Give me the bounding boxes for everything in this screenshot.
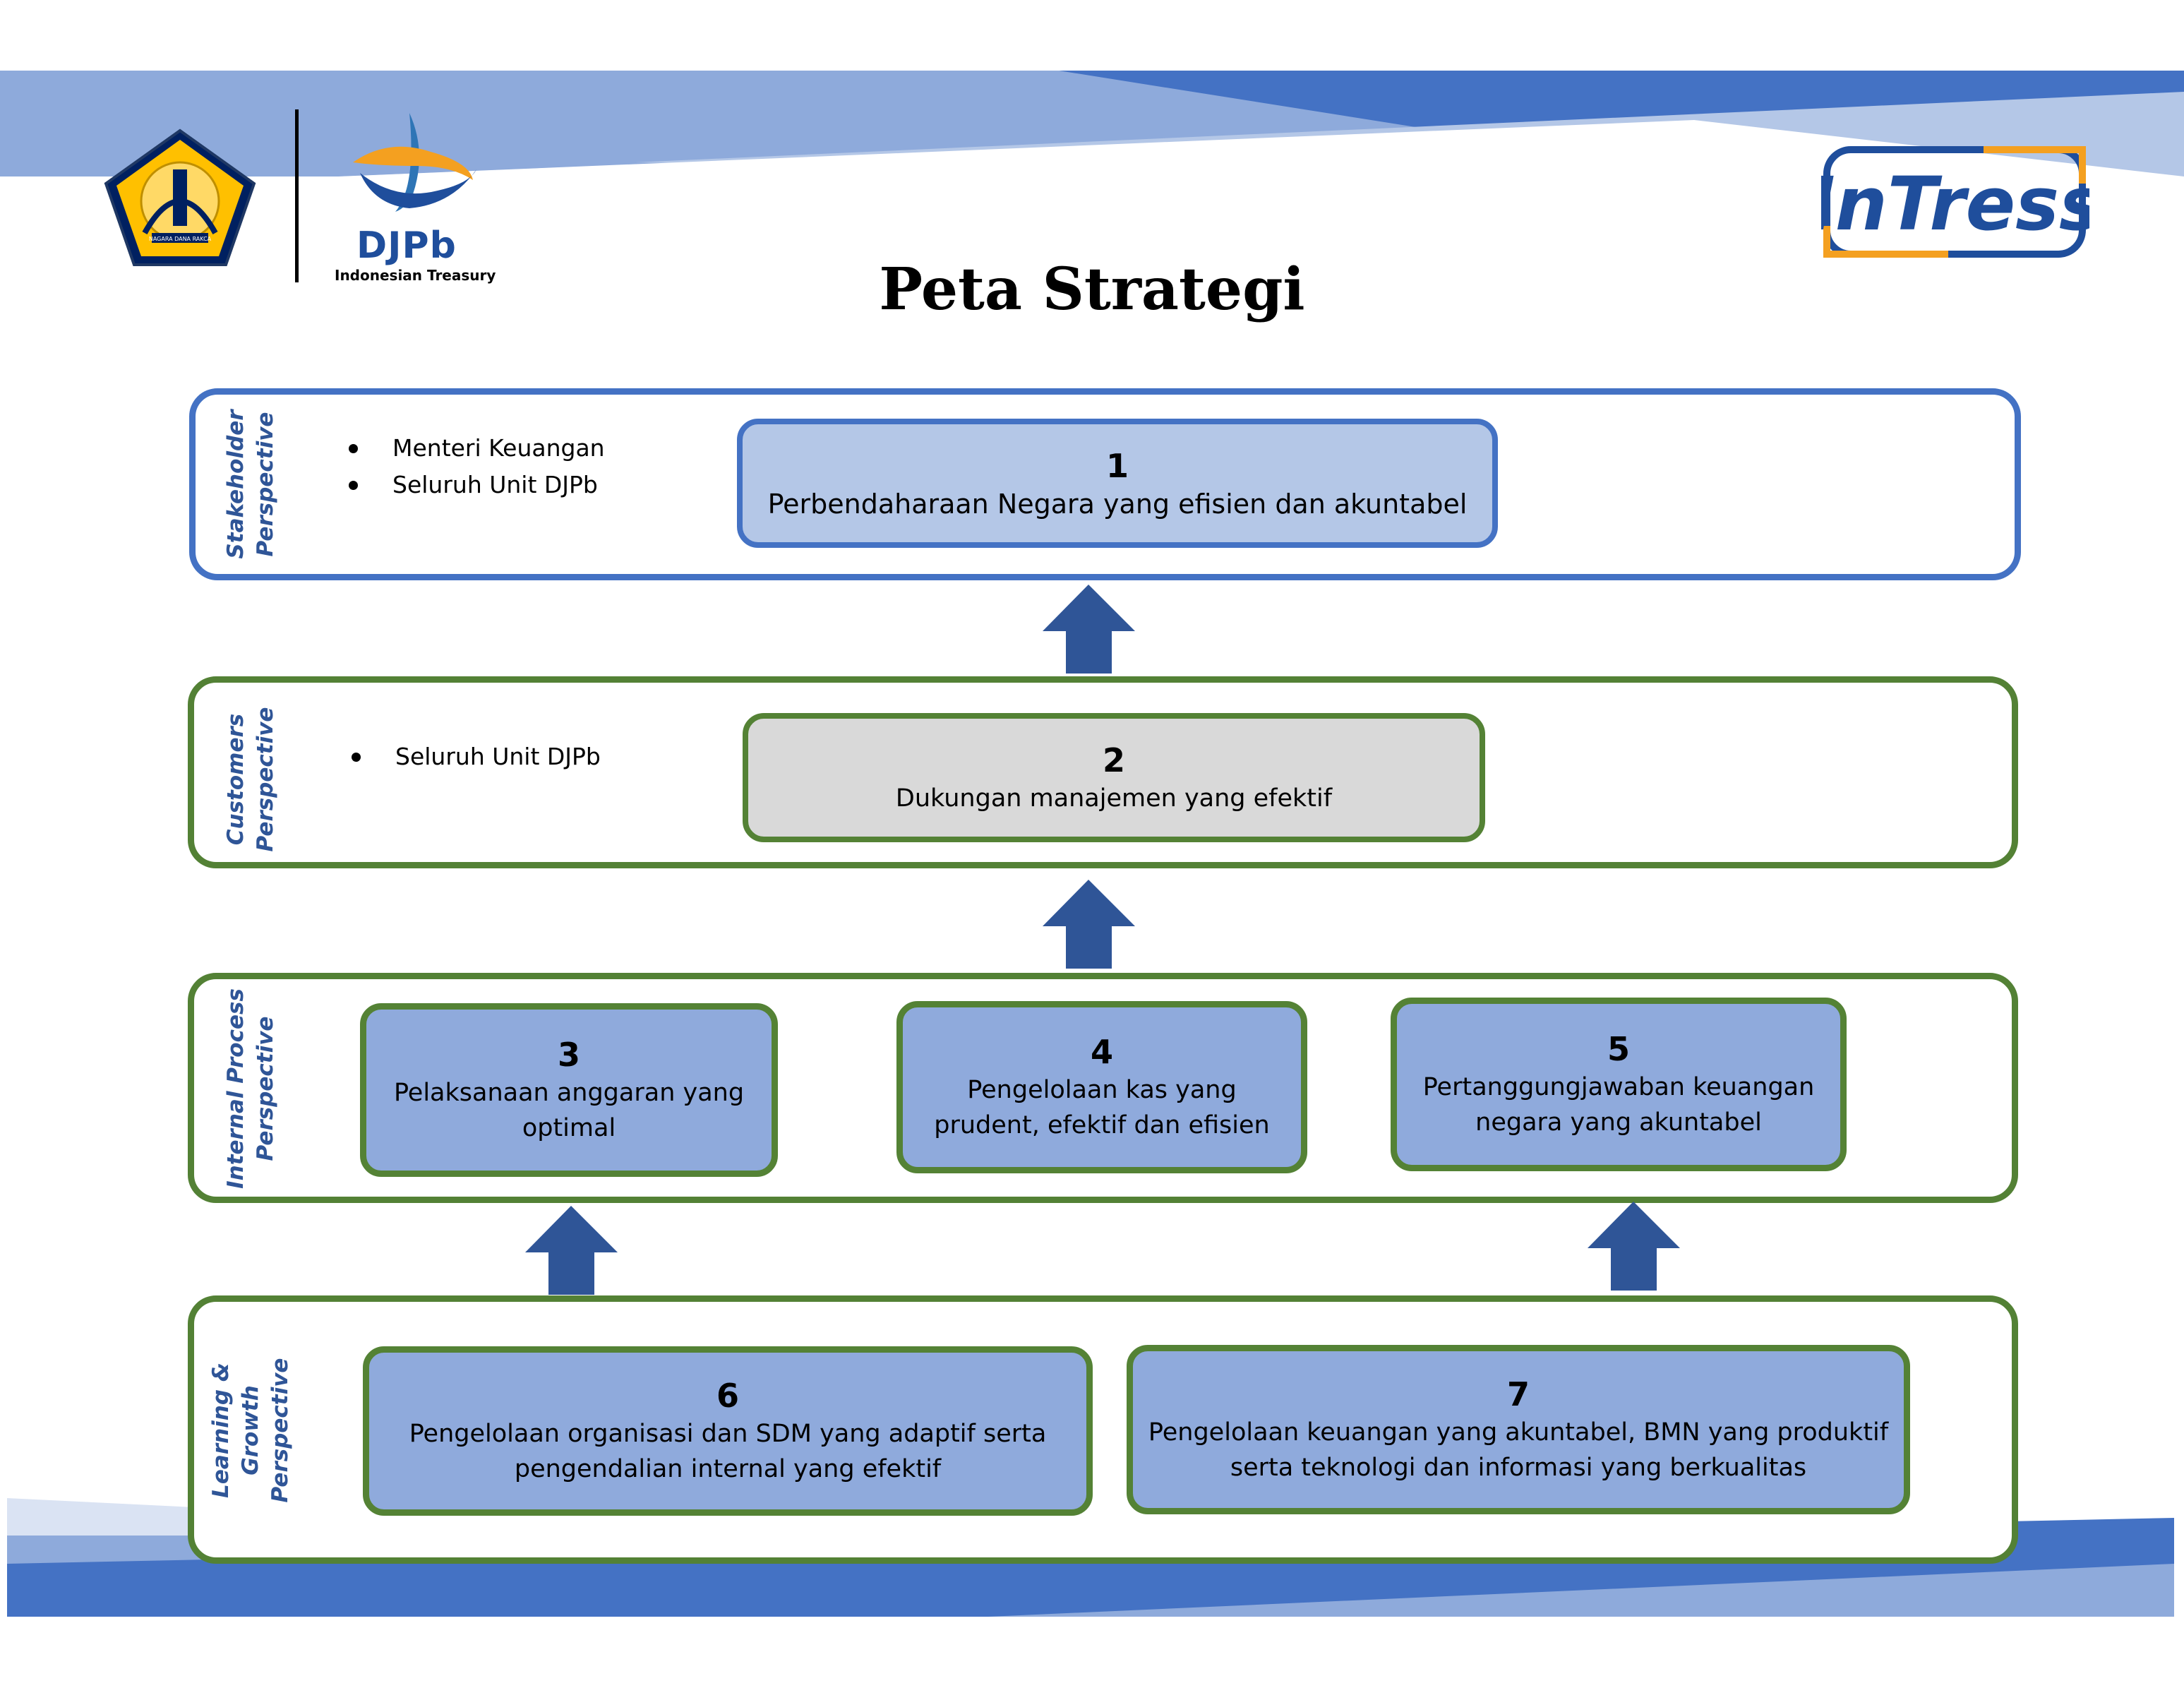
list-item: Seluruh Unit DJPb [349, 738, 601, 775]
djpb-wordmark: DJPb [356, 225, 457, 267]
stakeholder-list: Menteri Keuangan Seluruh Unit DJPb [346, 430, 605, 503]
objective-text-line1: Pengelolaan keuangan yang akuntabel, BMN… [1148, 1418, 1889, 1447]
objective-text: Perbendaharaan Negara yang efisien dan a… [767, 488, 1468, 520]
objective-4-box: 4 Pengelolaan kas yang prudent, efektif … [896, 1001, 1307, 1173]
objective-number: 5 [1607, 1030, 1630, 1068]
objective-text-line1: Pelaksanaan anggaran yang [393, 1079, 745, 1107]
objective-1-box: 1 Perbendaharaan Negara yang efisien dan… [737, 419, 1498, 548]
objective-6-box: 6 Pengelolaan organisasi dan SDM yang ad… [363, 1346, 1093, 1516]
djpb-tagline: Indonesian Treasury [335, 267, 496, 284]
objective-text-line2: serta teknologi dan informasi yang berku… [1230, 1454, 1807, 1482]
objective-number: 3 [557, 1036, 580, 1074]
objective-text-line2: pengendalian internal yang efektif [514, 1455, 942, 1483]
page-title: Peta Strategi [879, 256, 1305, 323]
djpb-logo-mark [353, 113, 476, 212]
objective-text: Dukungan manajemen yang efektif [895, 784, 1333, 813]
stakeholder-perspective-label: Stakeholder Perspective [223, 409, 278, 559]
arrow-up-icon [525, 1206, 618, 1295]
arrow-up-icon [1588, 1202, 1680, 1291]
objective-number: 4 [1090, 1033, 1113, 1071]
objective-text-line1: Pengelolaan kas yang [967, 1076, 1237, 1104]
intress-wordmark: InTress [1821, 161, 2089, 247]
logo-separator [295, 109, 299, 282]
intress-logo: InTress [1821, 146, 2089, 258]
objective-text-line2: negara yang akuntabel [1475, 1108, 1762, 1137]
objective-number: 1 [1105, 446, 1129, 485]
internal-process-perspective-label: Internal Process Perspective [223, 988, 278, 1189]
objective-text-line1: Pengelolaan organisasi dan SDM yang adap… [409, 1420, 1047, 1448]
customers-list: Seluruh Unit DJPb [349, 738, 601, 775]
learning-growth-perspective-label: Learning & Growth Perspective [208, 1358, 293, 1503]
arrow-up-icon [1043, 585, 1135, 674]
objective-text-line2: prudent, efektif dan efisien [934, 1111, 1270, 1139]
objective-2-box: 2 Dukungan manajemen yang efektif [743, 713, 1485, 842]
kemenkeu-motto: NAGARA DANA RAKCA [149, 236, 212, 242]
arrow-up-icon [1043, 880, 1135, 969]
objective-number: 2 [1102, 741, 1125, 779]
objective-5-box: 5 Pertanggungjawaban keuangan negara yan… [1391, 998, 1847, 1171]
objective-text-line2: optimal [522, 1114, 616, 1142]
list-item: Seluruh Unit DJPb [346, 467, 605, 503]
objective-3-box: 3 Pelaksanaan anggaran yang optimal [360, 1003, 778, 1177]
objective-text-line1: Pertanggungjawaban keuangan [1422, 1073, 1815, 1101]
kemenkeu-logo: NAGARA DANA RAKCA [104, 128, 256, 266]
objective-7-box: 7 Pengelolaan keuangan yang akuntabel, B… [1127, 1345, 1910, 1514]
list-item: Menteri Keuangan [346, 430, 605, 467]
objective-number: 6 [716, 1377, 739, 1415]
customers-perspective-label: Customers Perspective [223, 707, 278, 852]
objective-number: 7 [1506, 1375, 1530, 1413]
